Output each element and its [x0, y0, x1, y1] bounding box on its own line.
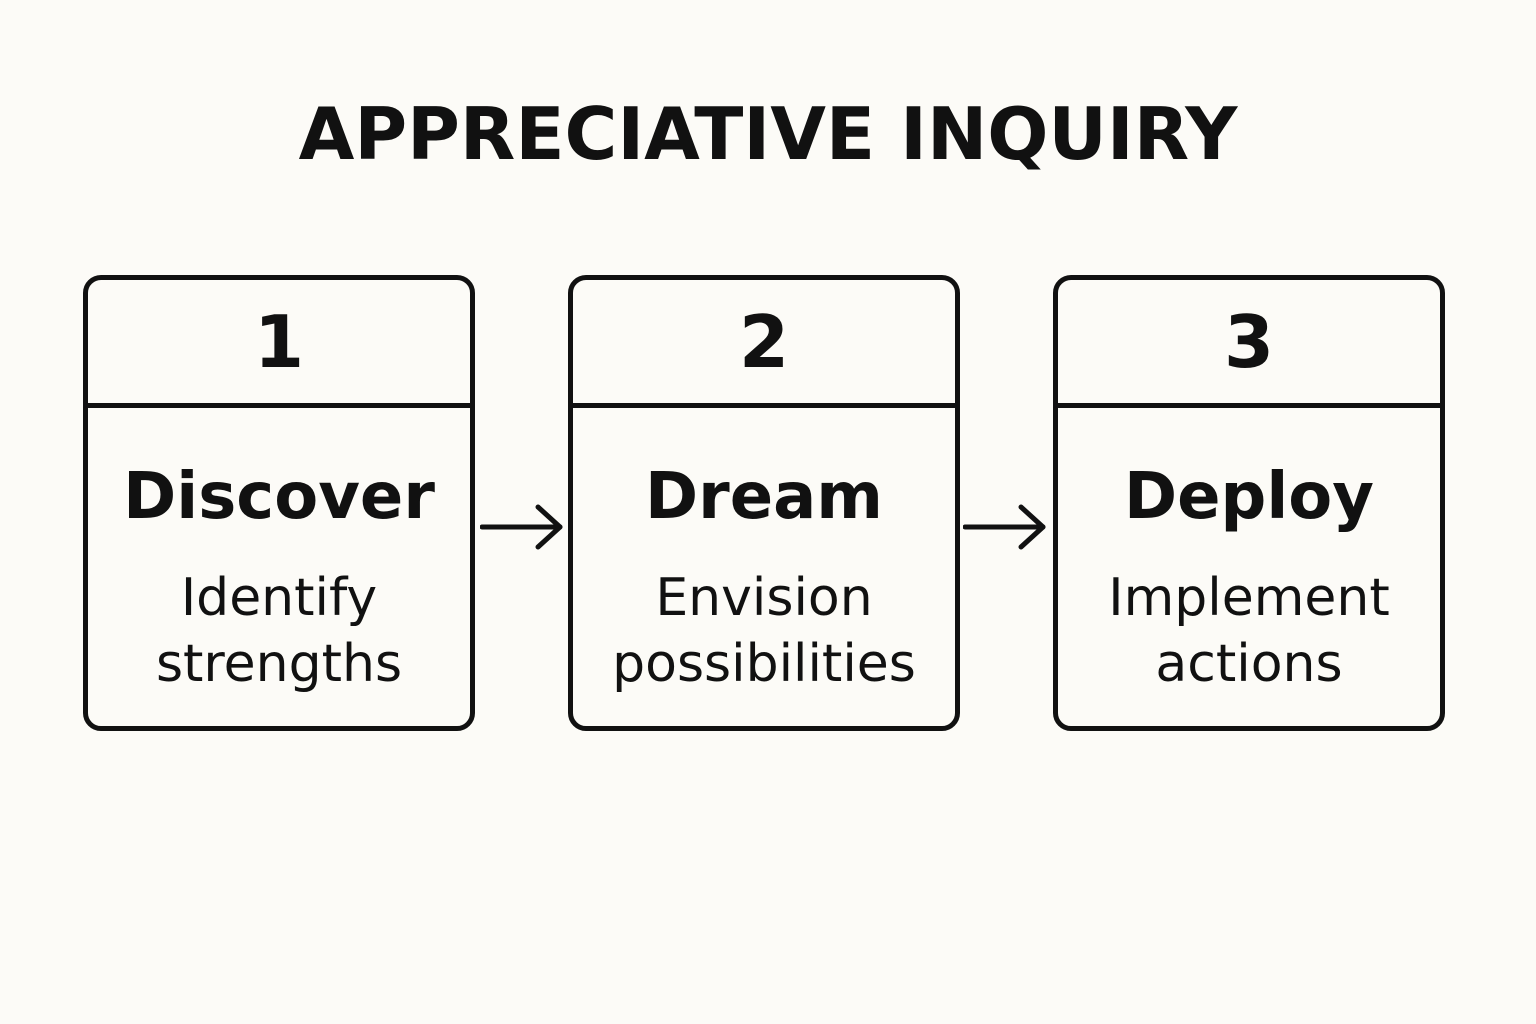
step-card-discover: 1 Discover Identify strengths [83, 275, 475, 731]
step-description: Identify strengths [155, 568, 403, 694]
step-card-deploy: 3 Deploy Implement actions [1053, 275, 1445, 731]
step-number: 2 [573, 280, 955, 408]
step-name: Deploy [1124, 460, 1374, 534]
step-name: Dream [645, 460, 883, 534]
step-number: 3 [1058, 280, 1440, 408]
diagram-title: APPRECIATIVE INQUIRY [298, 92, 1238, 176]
step-number: 1 [88, 280, 470, 408]
step-name: Discover [123, 460, 435, 534]
step-card-dream: 2 Dream Envision possibilities [568, 275, 960, 731]
arrow-right-icon [963, 504, 1046, 550]
step-description: Implement actions [1108, 568, 1390, 694]
arrow-right-icon [480, 504, 563, 550]
step-description: Envision possibilities [612, 568, 916, 694]
